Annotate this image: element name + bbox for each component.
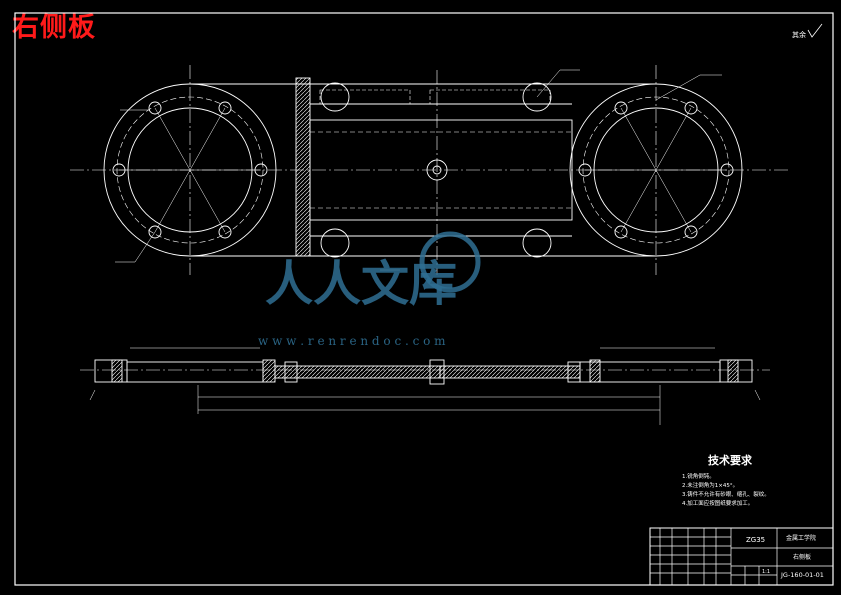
title-block-material: ZG35 [746, 536, 765, 544]
svg-text:1.锐角倒钝。: 1.锐角倒钝。 [682, 472, 715, 480]
tech-requirements: 技术要求 1.锐角倒钝。 2.未注倒角为1×45°。 3.铸件不允许有砂眼、缩孔… [682, 453, 770, 507]
svg-text:4.加工面应按图纸要求加工。: 4.加工面应按图纸要求加工。 [682, 499, 753, 507]
roughness-symbol [807, 23, 823, 38]
watermark: 人人文库 w w w . r e n r e n d o c . c o m [258, 231, 481, 348]
corner-title: 右侧板 [12, 12, 96, 43]
title-block-scale: 1:1 [762, 569, 770, 575]
svg-text:3.铸件不允许有砂眼、缩孔、裂纹。: 3.铸件不允许有砂眼、缩孔、裂纹。 [682, 490, 770, 498]
svg-text:人人文库: 人人文库 [265, 256, 457, 312]
title-block-drawing-number: JG-160-01-01 [780, 571, 824, 579]
svg-text:w w w . r e n r e n d o c . c: w w w . r e n r e n d o c . c o m [258, 334, 446, 348]
roughness-note: 其余 [792, 30, 806, 39]
drawing-frame [14, 12, 834, 586]
section-view [80, 347, 770, 425]
svg-text:2.未注倒角为1×45°。: 2.未注倒角为1×45°。 [682, 481, 738, 489]
title-block-part-name: 右侧板 [793, 553, 811, 561]
title-block [649, 527, 834, 586]
title-block-company: 金属工学院 [786, 534, 816, 542]
svg-text:技术要求: 技术要求 [708, 453, 753, 467]
